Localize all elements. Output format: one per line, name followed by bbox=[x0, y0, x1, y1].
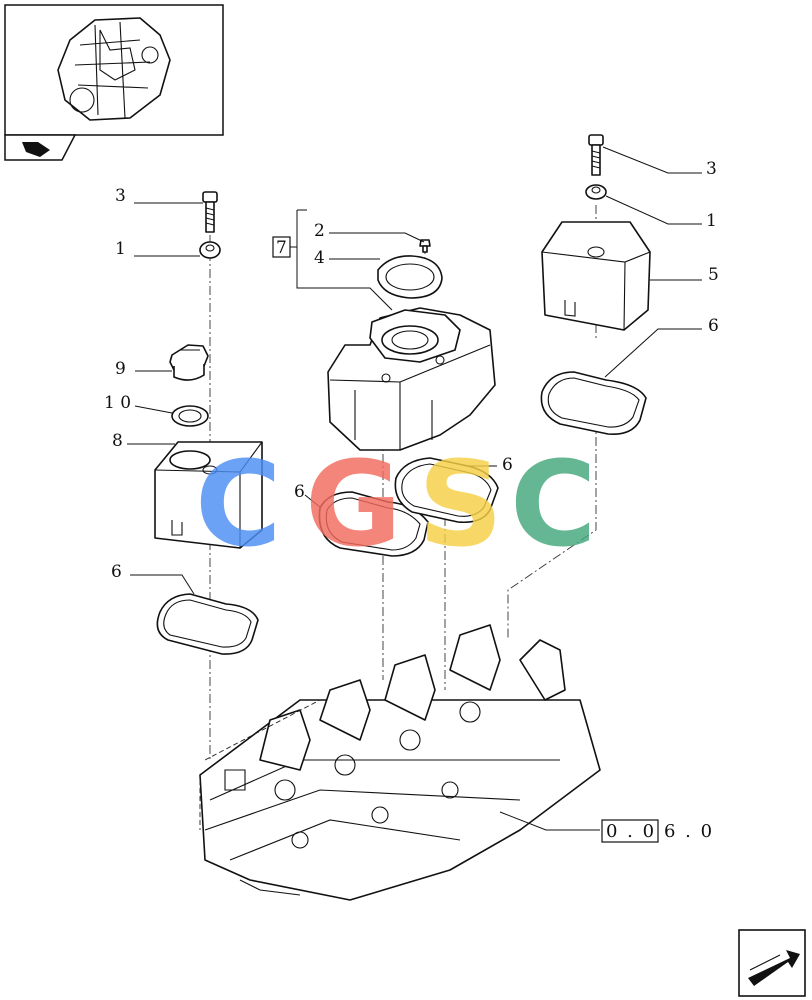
seal-washer-right[interactable] bbox=[585, 184, 607, 200]
gasket-left[interactable] bbox=[156, 593, 259, 655]
rocker-cover-rear[interactable] bbox=[154, 441, 263, 549]
reference-code-rest: 6 . 0 bbox=[664, 821, 714, 842]
watermark-letter-c2: C bbox=[510, 435, 597, 573]
callout-3-left: 3 bbox=[115, 186, 126, 206]
oil-filler-cap[interactable] bbox=[169, 344, 209, 381]
watermark-letter-g: G bbox=[305, 435, 402, 573]
nav-tab-icon[interactable] bbox=[4, 134, 77, 161]
seal-washer-left[interactable] bbox=[199, 241, 221, 259]
screw-left[interactable] bbox=[202, 191, 218, 233]
watermark: C G S C bbox=[195, 435, 597, 573]
callout-8: 8 bbox=[112, 431, 123, 451]
next-page-button[interactable] bbox=[738, 929, 806, 997]
callout-6-mid-left: 6 bbox=[294, 482, 305, 502]
rocker-cover-top[interactable] bbox=[541, 221, 651, 331]
engine-thumbnail-icon bbox=[57, 17, 171, 121]
cylinder-head[interactable] bbox=[199, 624, 601, 901]
arrow-icon bbox=[748, 950, 800, 986]
rocker-cover-front[interactable] bbox=[327, 307, 496, 451]
callout-7-box: 7 bbox=[272, 236, 291, 258]
callout-labels: 3 1 9 1 0 8 6 2 4 7 6 6 3 1 5 6 bbox=[104, 159, 719, 582]
reference-code[interactable]: 0 . 0 6 . 0 bbox=[601, 819, 714, 843]
callout-10: 1 0 bbox=[104, 393, 131, 413]
screw-right[interactable] bbox=[588, 134, 604, 176]
gasket-mid-right[interactable] bbox=[394, 457, 499, 524]
cap-gasket[interactable] bbox=[171, 405, 209, 427]
callout-6-mid-right: 6 bbox=[502, 455, 513, 475]
engine-thumbnail[interactable] bbox=[4, 4, 224, 136]
callout-6-right: 6 bbox=[708, 316, 719, 336]
callout-5: 5 bbox=[708, 265, 719, 285]
callout-1-left: 1 bbox=[115, 239, 126, 259]
callout-4: 4 bbox=[314, 248, 325, 268]
gasket-mid-left[interactable] bbox=[318, 491, 429, 557]
reference-code-boxed: 0 . 0 bbox=[606, 821, 656, 842]
screw-small[interactable] bbox=[419, 239, 431, 253]
watermark-letter-c1: C bbox=[195, 435, 282, 573]
callout-1-right: 1 bbox=[706, 211, 717, 231]
callout-6-left: 6 bbox=[111, 562, 122, 582]
watermark-letter-s: S bbox=[418, 435, 503, 573]
callout-9: 9 bbox=[115, 359, 126, 379]
flange-gasket[interactable] bbox=[377, 255, 443, 299]
callout-7: 7 bbox=[276, 238, 287, 258]
callout-3-right: 3 bbox=[706, 159, 717, 179]
callout-2: 2 bbox=[314, 221, 325, 241]
gasket-right[interactable] bbox=[540, 371, 647, 436]
leader-lines bbox=[127, 146, 702, 831]
